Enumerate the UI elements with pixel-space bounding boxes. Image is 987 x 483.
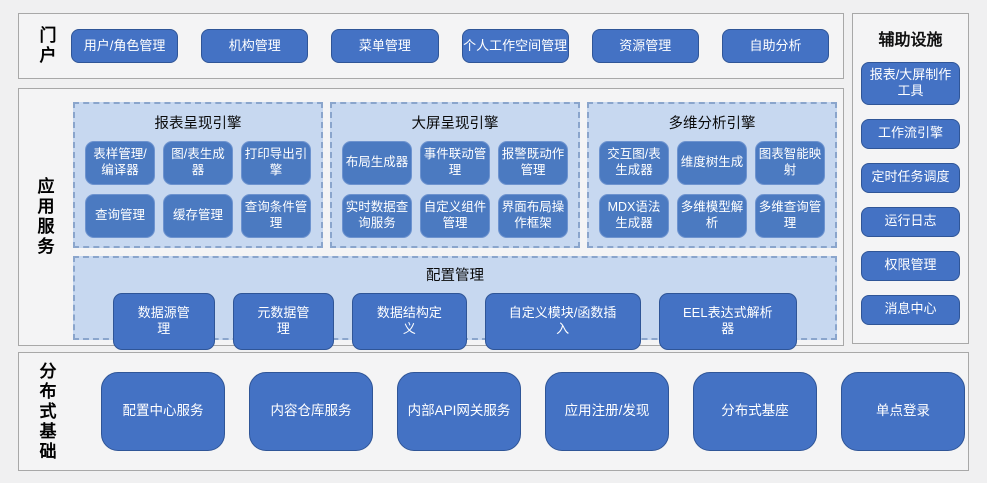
dist-node-single-sign-on: 单点登录 (841, 372, 965, 451)
aux-node-scheduled-task: 定时任务调度 (861, 162, 960, 193)
app-services-section: 应用服务 报表呈现引擎 表样管理/编译器 图/表生成器 打印导出引擎 查询管理 … (18, 88, 844, 350)
portal-section-label: 门户 (36, 26, 56, 66)
olap-engine-title: 多维分析引擎 (668, 116, 756, 132)
distributed-base-section-label: 分布式基础 (36, 361, 56, 462)
config-node-datasource-mgmt: 数据源管理 (113, 293, 215, 350)
portal-node-menu-mgmt: 菜单管理 (331, 29, 439, 63)
bigscreen-engine-panel: 大屏呈现引擎 布局生成器 事件联动管理 报警既动作管理 实时数据查询服务 自定义… (330, 102, 580, 248)
app-services-content: 报表呈现引擎 表样管理/编译器 图/表生成器 打印导出引擎 查询管理 缓存管理 … (61, 89, 839, 350)
engine-node-ui-layout-framework: 界面布局操作框架 (498, 194, 568, 238)
config-mgmt-panel: 配置管理 数据源管理 元数据管理 数据结构定义 自定义模块/函数插入 EEL表达… (73, 256, 837, 350)
config-node-data-structure-definition: 数据结构定义 (352, 293, 467, 350)
engine-node-custom-component-mgmt: 自定义组件管理 (420, 194, 490, 238)
engine-node-interactive-chart-generator: 交互图/表生成器 (599, 141, 669, 185)
engine-node-smart-chart-mapping: 图表智能映射 (755, 141, 825, 185)
report-engine-title: 报表呈现引擎 (154, 116, 242, 132)
aux-node-report-bigscreen-authoring-tool: 报表/大屏制作工具 (861, 62, 960, 105)
bigscreen-engine-grid: 布局生成器 事件联动管理 报警既动作管理 实时数据查询服务 自定义组件管理 界面… (342, 141, 568, 238)
engine-panels-row: 报表呈现引擎 表样管理/编译器 图/表生成器 打印导出引擎 查询管理 缓存管理 … (73, 102, 837, 248)
engine-node-multidim-model-parsing: 多维模型解析 (677, 194, 747, 238)
engine-node-cache-mgmt: 缓存管理 (163, 194, 233, 238)
olap-engine-panel: 多维分析引擎 交互图/表生成器 维度树生成 图表智能映射 MDX语法生成器 多维… (587, 102, 837, 248)
dist-node-config-center-service: 配置中心服务 (101, 372, 225, 451)
auxiliary-section: 辅助设施 报表/大屏制作工具 工作流引擎 定时任务调度 运行日志 权限管理 消息… (852, 13, 969, 344)
dist-node-app-registration-discovery: 应用注册/发现 (545, 372, 669, 451)
engine-node-report-template-compiler: 表样管理/编译器 (85, 141, 155, 185)
olap-engine-grid: 交互图/表生成器 维度树生成 图表智能映射 MDX语法生成器 多维模型解析 多维… (599, 141, 825, 238)
report-engine-grid: 表样管理/编译器 图/表生成器 打印导出引擎 查询管理 缓存管理 查询条件管理 (85, 141, 311, 238)
portal-button-row: 用户/角色管理 机构管理 菜单管理 个人工作空间管理 资源管理 自助分析 (63, 29, 830, 63)
app-services-section-label: 应用服务 (34, 177, 54, 257)
dist-node-content-repo-service: 内容仓库服务 (249, 372, 373, 451)
config-mgmt-button-row: 数据源管理 元数据管理 数据结构定义 自定义模块/函数插入 EEL表达式解析器 (85, 293, 825, 350)
portal-node-personal-workspace-mgmt: 个人工作空间管理 (461, 29, 569, 63)
engine-node-event-linkage-mgmt: 事件联动管理 (420, 141, 490, 185)
auxiliary-section-label: 辅助设施 (878, 32, 943, 49)
dist-node-internal-api-gateway-service: 内部API网关服务 (397, 372, 521, 451)
distributed-base-section: 分布式基础 配置中心服务 内容仓库服务 内部API网关服务 应用注册/发现 分布… (18, 352, 969, 471)
portal-node-resource-mgmt: 资源管理 (591, 29, 699, 63)
engine-node-alarm-action-mgmt: 报警既动作管理 (498, 141, 568, 185)
config-mgmt-title: 配置管理 (426, 268, 484, 284)
engine-node-realtime-data-query-service: 实时数据查询服务 (342, 194, 412, 238)
dist-node-distributed-pedestal: 分布式基座 (693, 372, 817, 451)
config-node-custom-module-function-insert: 自定义模块/函数插入 (484, 293, 641, 350)
bigscreen-engine-title: 大屏呈现引擎 (411, 116, 499, 132)
config-node-eel-expression-parser: EEL表达式解析器 (658, 293, 797, 350)
engine-node-dimension-tree-generation: 维度树生成 (677, 141, 747, 185)
auxiliary-button-column: 报表/大屏制作工具 工作流引擎 定时任务调度 运行日志 权限管理 消息中心 (861, 62, 960, 325)
aux-node-run-log: 运行日志 (861, 206, 960, 237)
engine-node-print-export-engine: 打印导出引擎 (241, 141, 311, 185)
portal-node-user-role-mgmt: 用户/角色管理 (71, 29, 179, 63)
report-engine-panel: 报表呈现引擎 表样管理/编译器 图/表生成器 打印导出引擎 查询管理 缓存管理 … (73, 102, 323, 248)
engine-node-layout-generator: 布局生成器 (342, 141, 412, 185)
portal-node-self-service-analysis: 自助分析 (721, 29, 830, 63)
engine-node-query-condition-mgmt: 查询条件管理 (241, 194, 311, 238)
aux-node-workflow-engine: 工作流引擎 (861, 118, 960, 149)
aux-node-message-center: 消息中心 (861, 294, 960, 325)
distributed-button-row: 配置中心服务 内容仓库服务 内部API网关服务 应用注册/发现 分布式基座 单点… (63, 372, 987, 451)
engine-node-query-mgmt: 查询管理 (85, 194, 155, 238)
engine-node-multidim-query-mgmt: 多维查询管理 (755, 194, 825, 238)
engine-node-mdx-syntax-generator: MDX语法生成器 (599, 194, 669, 238)
aux-node-permission-mgmt: 权限管理 (861, 250, 960, 281)
portal-section: 门户 用户/角色管理 机构管理 菜单管理 个人工作空间管理 资源管理 自助分析 (18, 13, 844, 79)
config-node-metadata-mgmt: 元数据管理 (232, 293, 335, 350)
engine-node-chart-table-generator: 图/表生成器 (163, 141, 233, 185)
portal-node-org-mgmt: 机构管理 (201, 29, 309, 63)
